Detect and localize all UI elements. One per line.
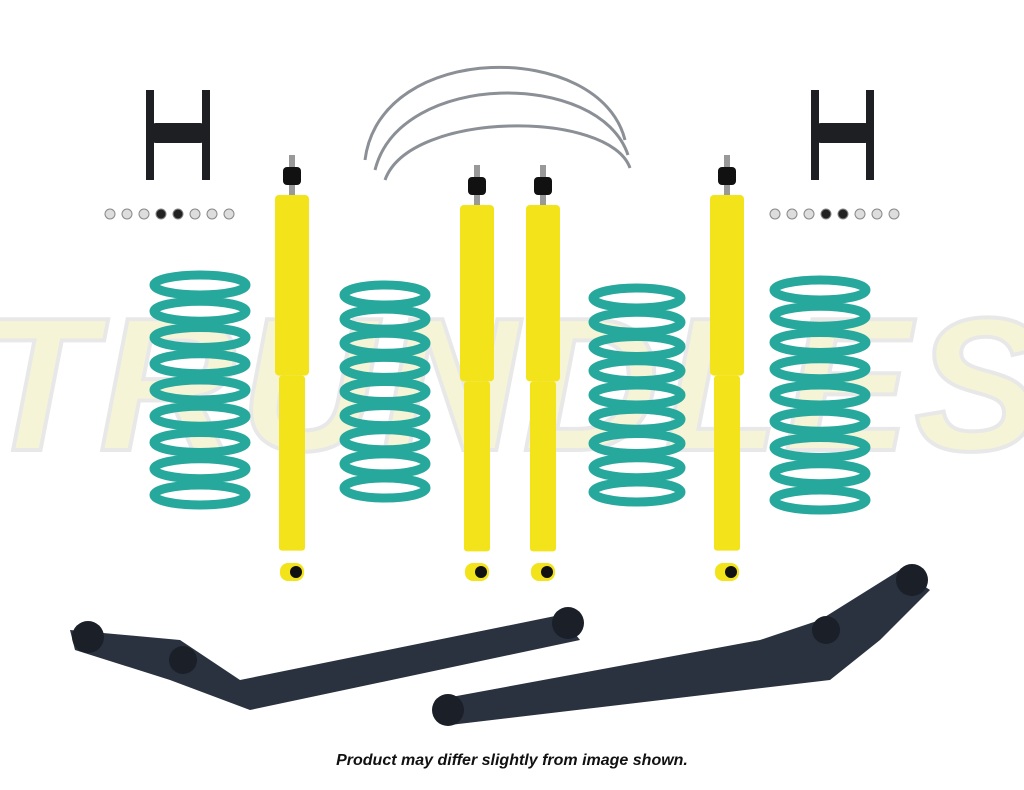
- washer: [786, 208, 798, 220]
- washer: [121, 208, 133, 220]
- shock-absorber: [275, 155, 309, 581]
- hardware-washers: [104, 208, 900, 220]
- washer: [769, 208, 781, 220]
- washer: [820, 208, 832, 220]
- coil-spring: [588, 283, 686, 507]
- brake-lines: [363, 65, 632, 181]
- washer: [854, 208, 866, 220]
- washer: [138, 208, 150, 220]
- washer: [172, 208, 184, 220]
- washer: [803, 208, 815, 220]
- spacer-bracket-right: [811, 90, 874, 180]
- coil-spring: [149, 270, 251, 510]
- trailing-arm-right: [432, 564, 930, 726]
- coil-spring: [769, 275, 871, 515]
- trailing-arm-left: [70, 607, 584, 710]
- shock-absorber: [710, 155, 744, 581]
- washer: [189, 208, 201, 220]
- washer: [223, 208, 235, 220]
- shock-absorber: [526, 165, 560, 581]
- washer: [104, 208, 116, 220]
- shock-absorber: [460, 165, 494, 581]
- washer: [206, 208, 218, 220]
- washer: [871, 208, 883, 220]
- washer: [837, 208, 849, 220]
- washer: [888, 208, 900, 220]
- coil-spring: [339, 280, 431, 503]
- washer: [155, 208, 167, 220]
- spacer-bracket-left: [146, 90, 210, 180]
- disclaimer-caption: Product may differ slightly from image s…: [336, 752, 688, 769]
